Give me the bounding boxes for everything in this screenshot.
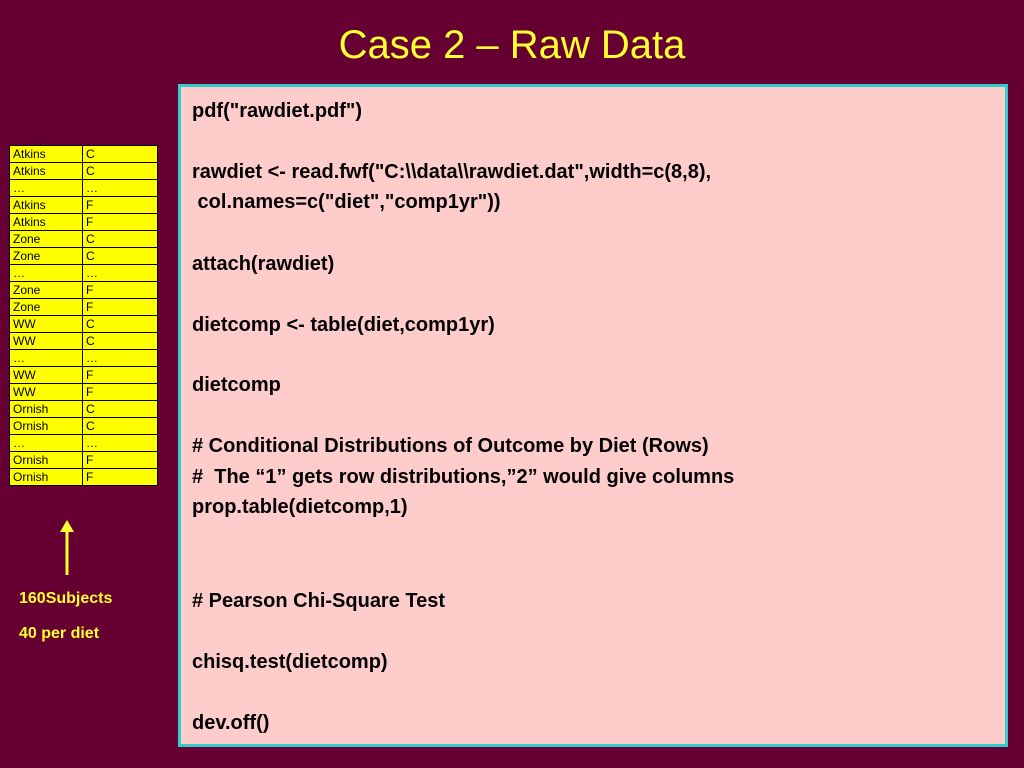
outcome-cell: F (82, 383, 158, 401)
outcome-cell: F (82, 281, 158, 299)
code-line: chisq.test(dietcomp) (192, 651, 388, 673)
outcome-cell: C (82, 417, 158, 435)
outcome-cell: F (82, 213, 158, 231)
diet-cell: Ornish (9, 468, 83, 486)
outcome-cell: C (82, 145, 158, 163)
diet-cell: … (9, 179, 83, 197)
diet-cell: WW (9, 366, 83, 384)
diet-cell: Zone (9, 247, 83, 265)
code-line: # Pearson Chi-Square Test (192, 590, 446, 612)
outcome-cell: F (82, 298, 158, 316)
outcome-cell: F (82, 366, 158, 384)
code-line: # The “1” gets row distributions,”2” wou… (192, 466, 735, 488)
outcome-cell: C (82, 162, 158, 180)
outcome-cell: F (82, 196, 158, 214)
diet-cell: WW (9, 332, 83, 350)
diet-cell: Ornish (9, 451, 83, 469)
table-row: …… (9, 434, 158, 452)
code-line: dietcomp <- table(diet,comp1yr) (192, 314, 495, 336)
outcome-cell: F (82, 468, 158, 486)
diet-cell: … (9, 264, 83, 282)
code-line: attach(rawdiet) (192, 253, 335, 275)
outcome-cell: C (82, 332, 158, 350)
outcome-cell: … (82, 434, 158, 452)
outcome-cell: … (82, 349, 158, 367)
code-line: # Conditional Distributions of Outcome b… (192, 435, 709, 457)
outcome-cell: C (82, 315, 158, 333)
code-line: dev.off() (192, 712, 270, 734)
slide-title: Case 2 – Raw Data (338, 23, 686, 67)
table-row: …… (9, 264, 158, 282)
diet-cell: Atkins (9, 162, 83, 180)
diet-cell: Ornish (9, 417, 83, 435)
diet-cell: WW (9, 383, 83, 401)
subjects-count-note: 160Subjects (19, 590, 113, 607)
outcome-cell: C (82, 230, 158, 248)
table-row: …… (9, 349, 158, 367)
diet-cell: Atkins (9, 145, 83, 163)
outcome-cell: C (82, 247, 158, 265)
diet-cell: WW (9, 315, 83, 333)
code-line: rawdiet <- read.fwf("C:\\data\\rawdiet.d… (192, 161, 712, 183)
diet-cell: Atkins (9, 196, 83, 214)
code-line: pdf("rawdiet.pdf") (192, 100, 363, 122)
outcome-cell: … (82, 264, 158, 282)
diet-cell: Zone (9, 281, 83, 299)
outcome-cell: … (82, 179, 158, 197)
diet-cell: Ornish (9, 400, 83, 418)
up-arrow-icon (60, 520, 74, 575)
diet-cell: Zone (9, 298, 83, 316)
code-line: prop.table(dietcomp,1) (192, 496, 408, 518)
outcome-cell: F (82, 451, 158, 469)
outcome-cell: C (82, 400, 158, 418)
per-diet-note: 40 per diet (19, 625, 100, 642)
diet-cell: … (9, 434, 83, 452)
diet-cell: Zone (9, 230, 83, 248)
table-row: …… (9, 179, 158, 197)
diet-cell: Atkins (9, 213, 83, 231)
code-line: col.names=c("diet","comp1yr")) (192, 191, 501, 213)
diet-cell: … (9, 349, 83, 367)
code-line: dietcomp (192, 374, 281, 396)
code-box: pdf("rawdiet.pdf") rawdiet <- read.fwf("… (178, 84, 1008, 747)
